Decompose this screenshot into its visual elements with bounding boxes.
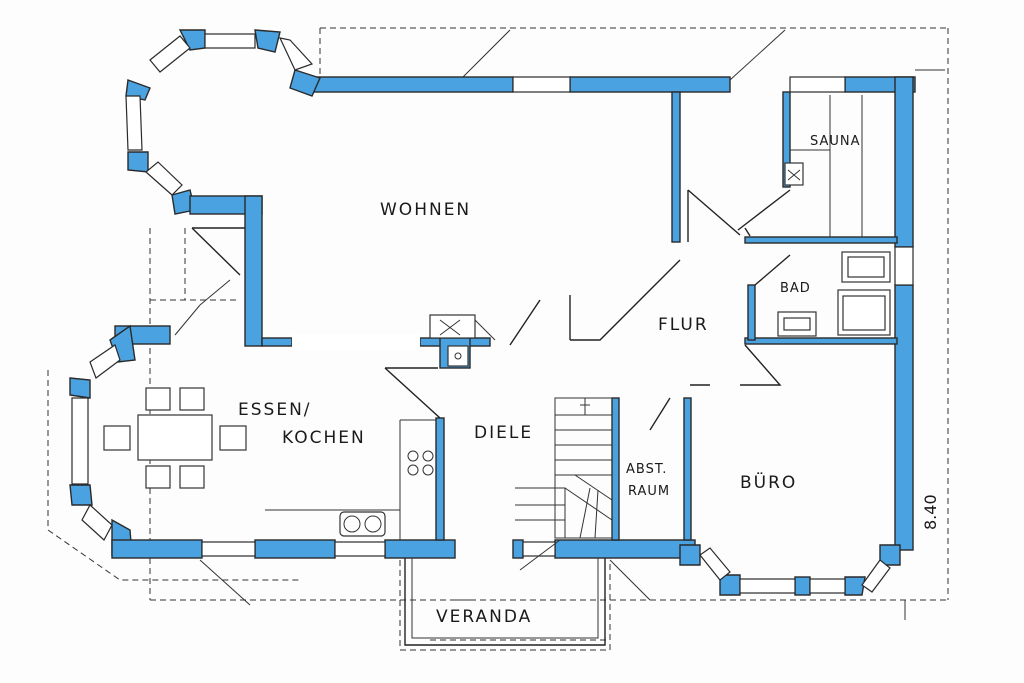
sauna-benches	[790, 95, 863, 237]
label-sauna: SAUNA	[810, 134, 861, 149]
doors	[191, 189, 791, 431]
label-raum: RAUM	[628, 484, 670, 499]
label-buero: BÜRO	[740, 471, 797, 493]
walls	[69, 29, 916, 596]
label-diele: DIELE	[474, 423, 533, 443]
staircase	[515, 397, 613, 539]
dining-table	[103, 387, 247, 489]
label-kochen: KOCHEN	[282, 428, 366, 448]
label-bad: BAD	[780, 281, 811, 296]
label-veranda: VERANDA	[436, 607, 532, 627]
label-flur: FLUR	[658, 315, 709, 335]
dimension-label: 8.40	[921, 494, 940, 530]
label-wohnen: WOHNEN	[380, 200, 471, 220]
windows	[71, 33, 914, 594]
label-essen: ESSEN/	[238, 400, 312, 420]
kitchen	[265, 419, 436, 540]
veranda	[404, 539, 606, 646]
label-abst: ABST.	[626, 462, 667, 477]
bathroom-fixtures	[777, 251, 891, 337]
wall-opening	[292, 334, 420, 350]
construction-lines	[47, 27, 950, 651]
fireplace	[429, 162, 804, 367]
